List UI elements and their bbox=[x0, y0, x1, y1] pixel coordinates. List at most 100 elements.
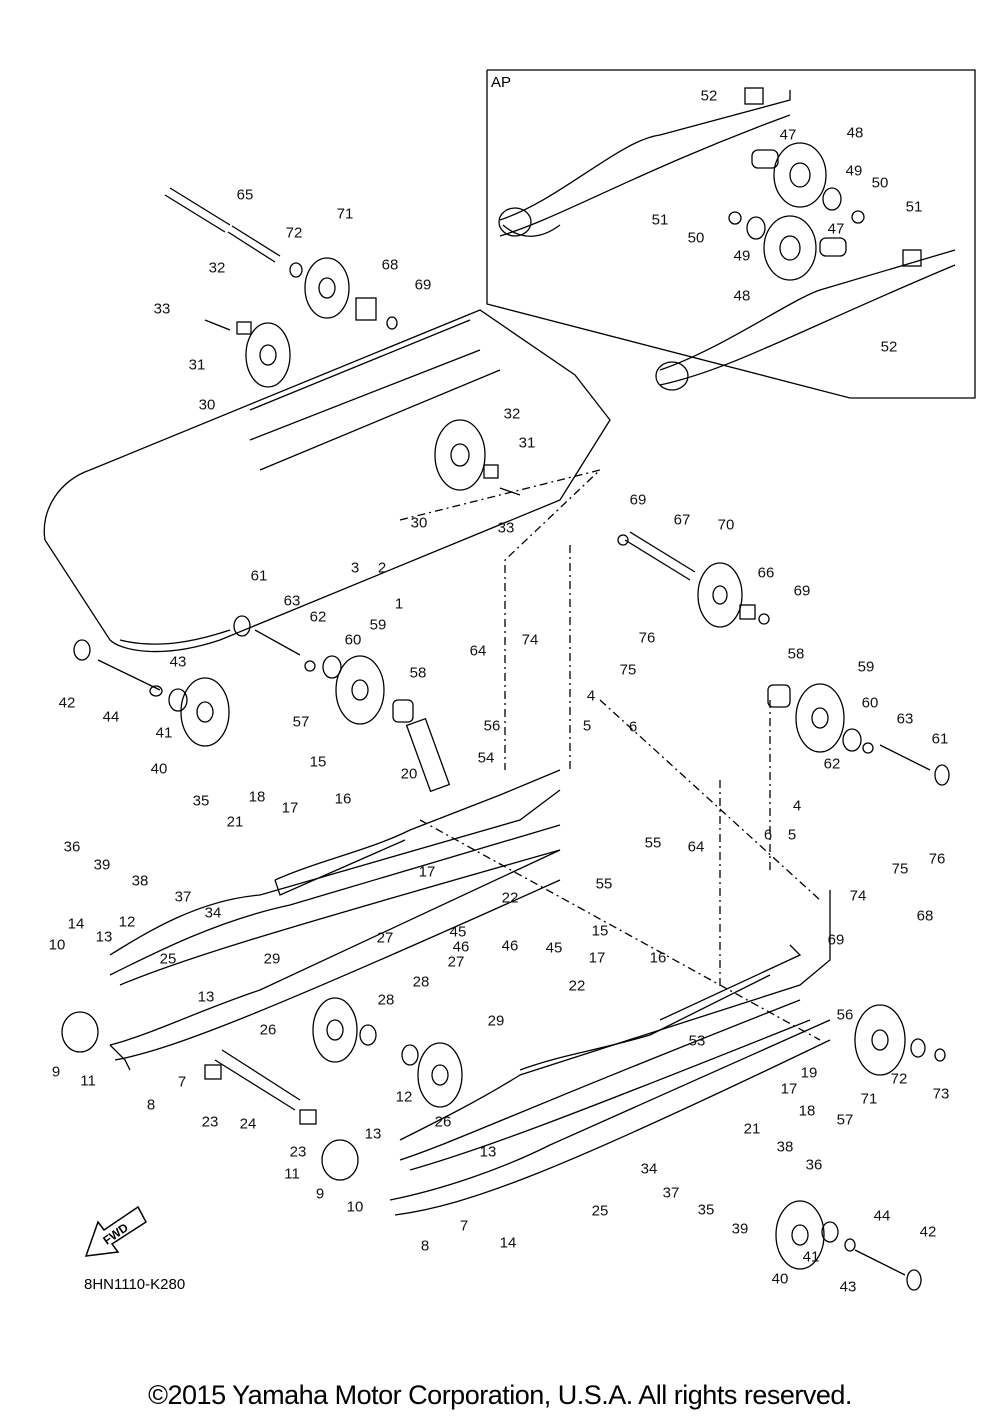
part-callout-8[interactable]: 8 bbox=[146, 1096, 156, 1114]
part-callout-40[interactable]: 40 bbox=[771, 1270, 789, 1288]
part-callout-14[interactable]: 14 bbox=[499, 1234, 517, 1252]
part-callout-56[interactable]: 56 bbox=[483, 717, 501, 735]
part-callout-26[interactable]: 26 bbox=[259, 1021, 277, 1039]
part-callout-35[interactable]: 35 bbox=[697, 1201, 715, 1219]
part-callout-65[interactable]: 65 bbox=[236, 186, 254, 204]
part-callout-61[interactable]: 61 bbox=[250, 567, 268, 585]
part-callout-70[interactable]: 70 bbox=[717, 516, 735, 534]
part-callout-48[interactable]: 48 bbox=[846, 124, 864, 142]
part-callout-9[interactable]: 9 bbox=[315, 1185, 325, 1203]
part-callout-63[interactable]: 63 bbox=[896, 710, 914, 728]
part-callout-5[interactable]: 5 bbox=[582, 717, 592, 735]
part-callout-41[interactable]: 41 bbox=[155, 724, 173, 742]
part-callout-51[interactable]: 51 bbox=[651, 211, 669, 229]
part-callout-55[interactable]: 55 bbox=[595, 875, 613, 893]
part-callout-33[interactable]: 33 bbox=[153, 300, 171, 318]
part-callout-13[interactable]: 13 bbox=[95, 928, 113, 946]
part-callout-49[interactable]: 49 bbox=[845, 162, 863, 180]
part-callout-12[interactable]: 12 bbox=[118, 913, 136, 931]
part-callout-62[interactable]: 62 bbox=[823, 755, 841, 773]
part-callout-35[interactable]: 35 bbox=[192, 792, 210, 810]
part-callout-60[interactable]: 60 bbox=[344, 631, 362, 649]
part-callout-46[interactable]: 46 bbox=[501, 937, 519, 955]
part-callout-38[interactable]: 38 bbox=[131, 872, 149, 890]
part-callout-27[interactable]: 27 bbox=[376, 929, 394, 947]
part-callout-64[interactable]: 64 bbox=[687, 838, 705, 856]
part-callout-74[interactable]: 74 bbox=[849, 887, 867, 905]
part-callout-62[interactable]: 62 bbox=[309, 608, 327, 626]
part-callout-33[interactable]: 33 bbox=[497, 519, 515, 537]
part-callout-46[interactable]: 46 bbox=[452, 938, 470, 956]
part-callout-29[interactable]: 29 bbox=[487, 1012, 505, 1030]
part-callout-42[interactable]: 42 bbox=[919, 1223, 937, 1241]
part-callout-60[interactable]: 60 bbox=[861, 694, 879, 712]
part-callout-69[interactable]: 69 bbox=[629, 491, 647, 509]
part-callout-38[interactable]: 38 bbox=[776, 1138, 794, 1156]
part-callout-16[interactable]: 16 bbox=[334, 790, 352, 808]
part-callout-41[interactable]: 41 bbox=[802, 1248, 820, 1266]
part-callout-69[interactable]: 69 bbox=[414, 276, 432, 294]
part-callout-56[interactable]: 56 bbox=[836, 1006, 854, 1024]
part-callout-3[interactable]: 3 bbox=[350, 559, 360, 577]
part-callout-64[interactable]: 64 bbox=[469, 642, 487, 660]
part-callout-5[interactable]: 5 bbox=[787, 826, 797, 844]
part-callout-53[interactable]: 53 bbox=[688, 1032, 706, 1050]
part-callout-22[interactable]: 22 bbox=[501, 889, 519, 907]
part-callout-59[interactable]: 59 bbox=[857, 658, 875, 676]
part-callout-37[interactable]: 37 bbox=[174, 888, 192, 906]
part-callout-4[interactable]: 4 bbox=[792, 797, 802, 815]
part-callout-39[interactable]: 39 bbox=[731, 1220, 749, 1238]
part-callout-37[interactable]: 37 bbox=[662, 1184, 680, 1202]
part-callout-2[interactable]: 2 bbox=[377, 559, 387, 577]
part-callout-54[interactable]: 54 bbox=[477, 749, 495, 767]
part-callout-11[interactable]: 11 bbox=[80, 1072, 96, 1090]
part-callout-13[interactable]: 13 bbox=[479, 1143, 497, 1161]
part-callout-36[interactable]: 36 bbox=[63, 838, 81, 856]
part-callout-48[interactable]: 48 bbox=[733, 287, 751, 305]
part-callout-10[interactable]: 10 bbox=[48, 936, 66, 954]
part-callout-23[interactable]: 23 bbox=[201, 1113, 219, 1131]
part-callout-58[interactable]: 58 bbox=[787, 645, 805, 663]
part-callout-31[interactable]: 31 bbox=[188, 356, 206, 374]
part-callout-1[interactable]: 1 bbox=[394, 595, 404, 613]
part-callout-74[interactable]: 74 bbox=[521, 631, 539, 649]
part-callout-36[interactable]: 36 bbox=[805, 1156, 823, 1174]
part-callout-25[interactable]: 25 bbox=[591, 1202, 609, 1220]
part-callout-34[interactable]: 34 bbox=[640, 1160, 658, 1178]
part-callout-50[interactable]: 50 bbox=[871, 174, 889, 192]
part-callout-44[interactable]: 44 bbox=[873, 1207, 891, 1225]
part-callout-30[interactable]: 30 bbox=[198, 396, 216, 414]
part-callout-21[interactable]: 21 bbox=[226, 813, 244, 831]
part-callout-21[interactable]: 21 bbox=[743, 1120, 761, 1138]
part-callout-47[interactable]: 47 bbox=[827, 220, 845, 238]
part-callout-43[interactable]: 43 bbox=[839, 1278, 857, 1296]
part-callout-23[interactable]: 23 bbox=[289, 1143, 307, 1161]
part-callout-76[interactable]: 76 bbox=[638, 629, 656, 647]
part-callout-45[interactable]: 45 bbox=[545, 939, 563, 957]
part-callout-58[interactable]: 58 bbox=[409, 664, 427, 682]
part-callout-20[interactable]: 20 bbox=[400, 765, 418, 783]
part-callout-8[interactable]: 8 bbox=[420, 1237, 430, 1255]
part-callout-15[interactable]: 15 bbox=[309, 753, 327, 771]
part-callout-31[interactable]: 31 bbox=[518, 434, 536, 452]
part-callout-17[interactable]: 17 bbox=[418, 863, 436, 881]
part-callout-34[interactable]: 34 bbox=[204, 904, 222, 922]
part-callout-13[interactable]: 13 bbox=[364, 1125, 382, 1143]
part-callout-28[interactable]: 28 bbox=[412, 973, 430, 991]
part-callout-59[interactable]: 59 bbox=[369, 616, 387, 634]
part-callout-76[interactable]: 76 bbox=[928, 850, 946, 868]
part-callout-51[interactable]: 51 bbox=[905, 198, 923, 216]
part-callout-72[interactable]: 72 bbox=[285, 224, 303, 242]
part-callout-12[interactable]: 12 bbox=[395, 1088, 413, 1106]
part-callout-75[interactable]: 75 bbox=[619, 661, 637, 679]
part-callout-69[interactable]: 69 bbox=[793, 582, 811, 600]
part-callout-29[interactable]: 29 bbox=[263, 950, 281, 968]
part-callout-9[interactable]: 9 bbox=[51, 1063, 61, 1081]
part-callout-30[interactable]: 30 bbox=[410, 514, 428, 532]
part-callout-22[interactable]: 22 bbox=[568, 977, 586, 995]
part-callout-68[interactable]: 68 bbox=[916, 907, 934, 925]
part-callout-42[interactable]: 42 bbox=[58, 694, 76, 712]
part-callout-66[interactable]: 66 bbox=[757, 564, 775, 582]
part-callout-7[interactable]: 7 bbox=[177, 1073, 187, 1091]
part-callout-69[interactable]: 69 bbox=[827, 931, 845, 949]
